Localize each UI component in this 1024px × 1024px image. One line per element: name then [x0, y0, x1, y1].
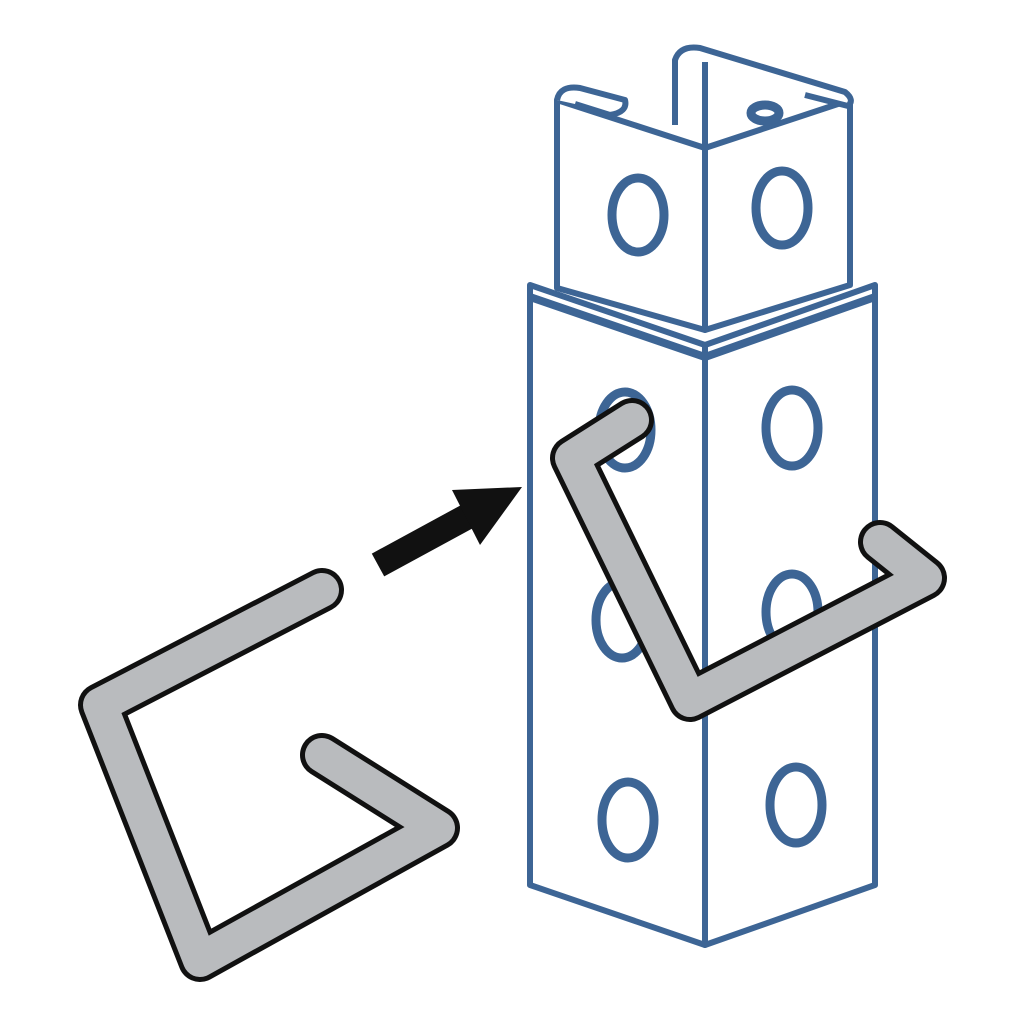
upper-channel-back [672, 44, 854, 125]
lower-top-lip [528, 293, 877, 362]
loose-hook-clip [78, 568, 460, 982]
upper-upright-section [554, 44, 854, 333]
hole [765, 762, 827, 848]
insert-arrow-icon [371, 487, 522, 577]
installed-hook-clip [550, 398, 947, 722]
channel-hole [746, 100, 784, 126]
hole [751, 166, 813, 250]
upper-left-flange [554, 84, 629, 118]
hole [597, 777, 659, 863]
lower-upright-section [527, 282, 878, 948]
hole [761, 385, 823, 471]
hole [607, 173, 669, 257]
